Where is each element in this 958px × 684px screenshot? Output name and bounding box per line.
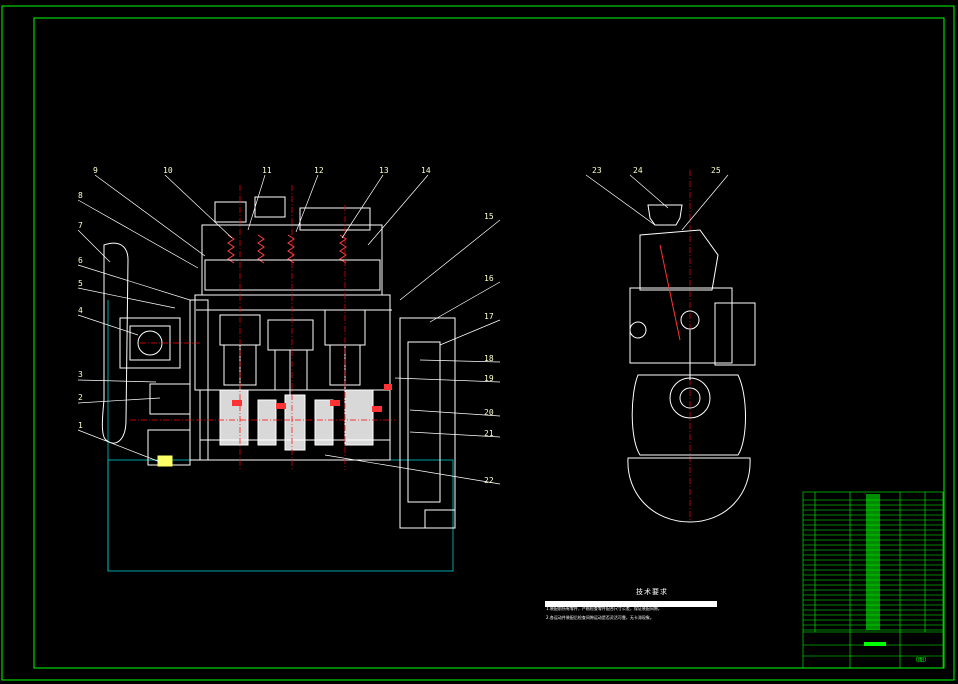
oil-sump [627, 457, 751, 523]
center-lines [130, 170, 691, 520]
inner-frame [33, 17, 945, 669]
callout-1: 1 [78, 421, 83, 430]
rocker-cover [647, 204, 683, 226]
view-boundary [107, 459, 454, 572]
callout-9: 9 [93, 166, 98, 175]
callout-leaders-side [585, 174, 729, 231]
callout-2: 2 [78, 393, 83, 402]
drawing-name-cell [864, 642, 886, 646]
callout-14: 14 [421, 166, 431, 175]
callout-15: 15 [484, 212, 494, 221]
callout-10: 10 [163, 166, 173, 175]
piston-2 [267, 319, 314, 351]
callout-25: 25 [711, 166, 721, 175]
callout-leaders-front [77, 174, 501, 485]
callout-12: 12 [314, 166, 324, 175]
callout-5: 5 [78, 279, 83, 288]
pulley-hub [119, 317, 181, 369]
callout-4: 4 [78, 306, 83, 315]
callout-8: 8 [78, 191, 83, 200]
callout-3: 3 [78, 370, 83, 379]
cylinder-head-side [639, 229, 719, 291]
callout-labels-side: 23 24 25 [592, 166, 721, 175]
tech-requirement-line-2: 2.各运动件装配后检查间隙运动是否灵活可靠，无卡滞现象。 [546, 615, 654, 620]
side-section-view [627, 204, 756, 523]
valve-cover [214, 201, 247, 223]
front-section-view [101, 196, 456, 529]
crankcase-side [631, 374, 746, 456]
callout-11: 11 [262, 166, 272, 175]
red-highlights [232, 384, 392, 412]
callout-21: 21 [484, 429, 494, 438]
callout-16: 16 [484, 274, 494, 283]
callout-24: 24 [633, 166, 643, 175]
callout-23: 23 [592, 166, 602, 175]
parts-name-column [866, 494, 880, 630]
title-block-scale-note: （图） [912, 657, 931, 664]
valve-springs [227, 234, 347, 264]
fan-blade [101, 242, 129, 444]
callout-22: 22 [484, 476, 494, 485]
callout-19: 19 [484, 374, 494, 383]
outer-frame [1, 5, 955, 681]
callout-20: 20 [484, 408, 494, 417]
crankcase [199, 389, 391, 461]
tech-requirements-title: 技术要求 [636, 588, 668, 596]
tech-req-bar [545, 601, 717, 607]
callout-6: 6 [78, 256, 83, 265]
parts-list-table [802, 491, 944, 669]
callout-7: 7 [78, 221, 83, 230]
callout-labels-front: 1 2 3 4 5 6 7 8 9 10 11 12 13 14 15 16 1… [78, 166, 494, 485]
callout-13: 13 [379, 166, 389, 175]
tech-requirement-line-1: 1.装配前所有零件，严格检查零件配合尺寸公差，保证装配间隙。 [546, 606, 662, 611]
callout-18: 18 [484, 354, 494, 363]
callout-17: 17 [484, 312, 494, 321]
